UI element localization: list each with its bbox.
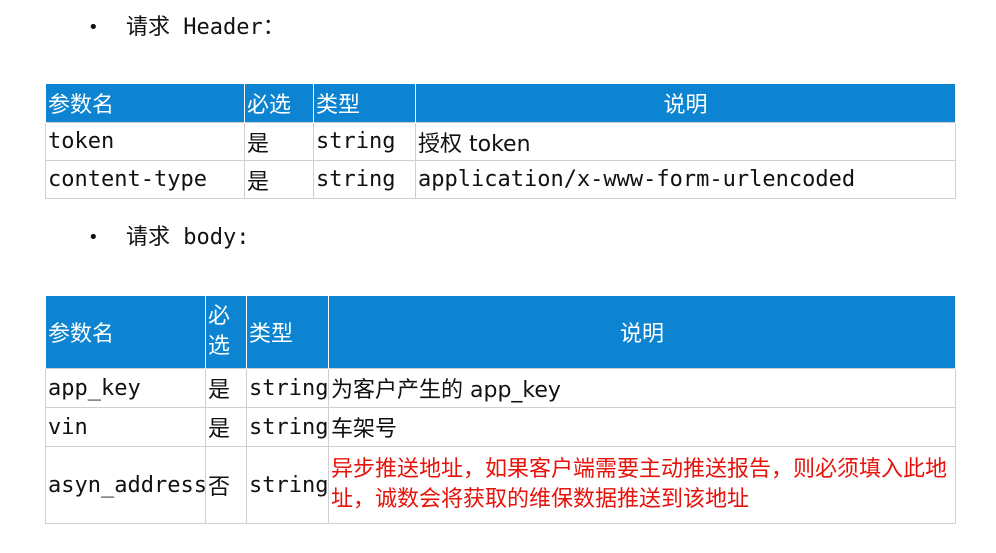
col-header-type: 类型 [313, 84, 416, 123]
cell-type: string [313, 122, 416, 161]
col-header-type: 类型 [246, 296, 329, 369]
cell-param-name: vin [45, 407, 206, 447]
cell-description: application/x-www-form-urlencoded [415, 160, 956, 199]
col-header-name: 参数名 [45, 84, 245, 123]
col-header-description: 说明 [328, 296, 956, 369]
table-row: content-type 是 string application/x-www-… [45, 160, 956, 199]
section-title-text: 请求 body: [126, 225, 250, 250]
table-header-row: 参数名 必选 类型 说明 [45, 84, 956, 123]
bullet-icon: • [88, 227, 99, 248]
cell-required: 是 [205, 368, 247, 408]
cell-description: 授权 token [415, 122, 956, 161]
body-params-table: 参数名 必选 类型 说明 app_key 是 string 为客户产生的 app… [45, 296, 956, 524]
cell-description: 为客户产生的 app_key [328, 368, 956, 408]
cell-param-name: content-type [45, 160, 245, 199]
col-header-required: 必选 [244, 84, 314, 123]
cell-type: string [246, 446, 329, 524]
col-header-name: 参数名 [45, 296, 206, 369]
table-header-row: 参数名 必选 类型 说明 [45, 296, 956, 369]
cell-description: 车架号 [328, 407, 956, 447]
cell-type: string [246, 368, 329, 408]
cell-description-note: 异步推送地址，如果客户端需要主动推送报告，则必须填入此地址，诚数会将获取的维保数… [328, 446, 956, 524]
cell-param-name: app_key [45, 368, 206, 408]
cell-required: 否 [205, 446, 247, 524]
cell-required: 是 [244, 160, 314, 199]
section-title-text: 请求 Header： [126, 15, 285, 40]
table-row: token 是 string 授权 token [45, 122, 956, 161]
cell-required: 是 [244, 122, 314, 161]
table-row: vin 是 string 车架号 [45, 407, 956, 447]
col-header-required-text: 必选 [208, 304, 231, 359]
bullet-icon: • [88, 17, 99, 38]
cell-param-name: token [45, 122, 245, 161]
cell-param-name: asyn_address [45, 446, 206, 524]
cell-type: string [313, 160, 416, 199]
cell-required: 是 [205, 407, 247, 447]
col-header-required: 必选 [205, 296, 247, 369]
header-params-table: 参数名 必选 类型 说明 token 是 string 授权 token con… [45, 84, 956, 199]
table-row: app_key 是 string 为客户产生的 app_key [45, 368, 956, 408]
table-row: asyn_address 否 string 异步推送地址，如果客户端需要主动推送… [45, 446, 956, 524]
cell-type: string [246, 407, 329, 447]
col-header-description: 说明 [415, 84, 956, 123]
